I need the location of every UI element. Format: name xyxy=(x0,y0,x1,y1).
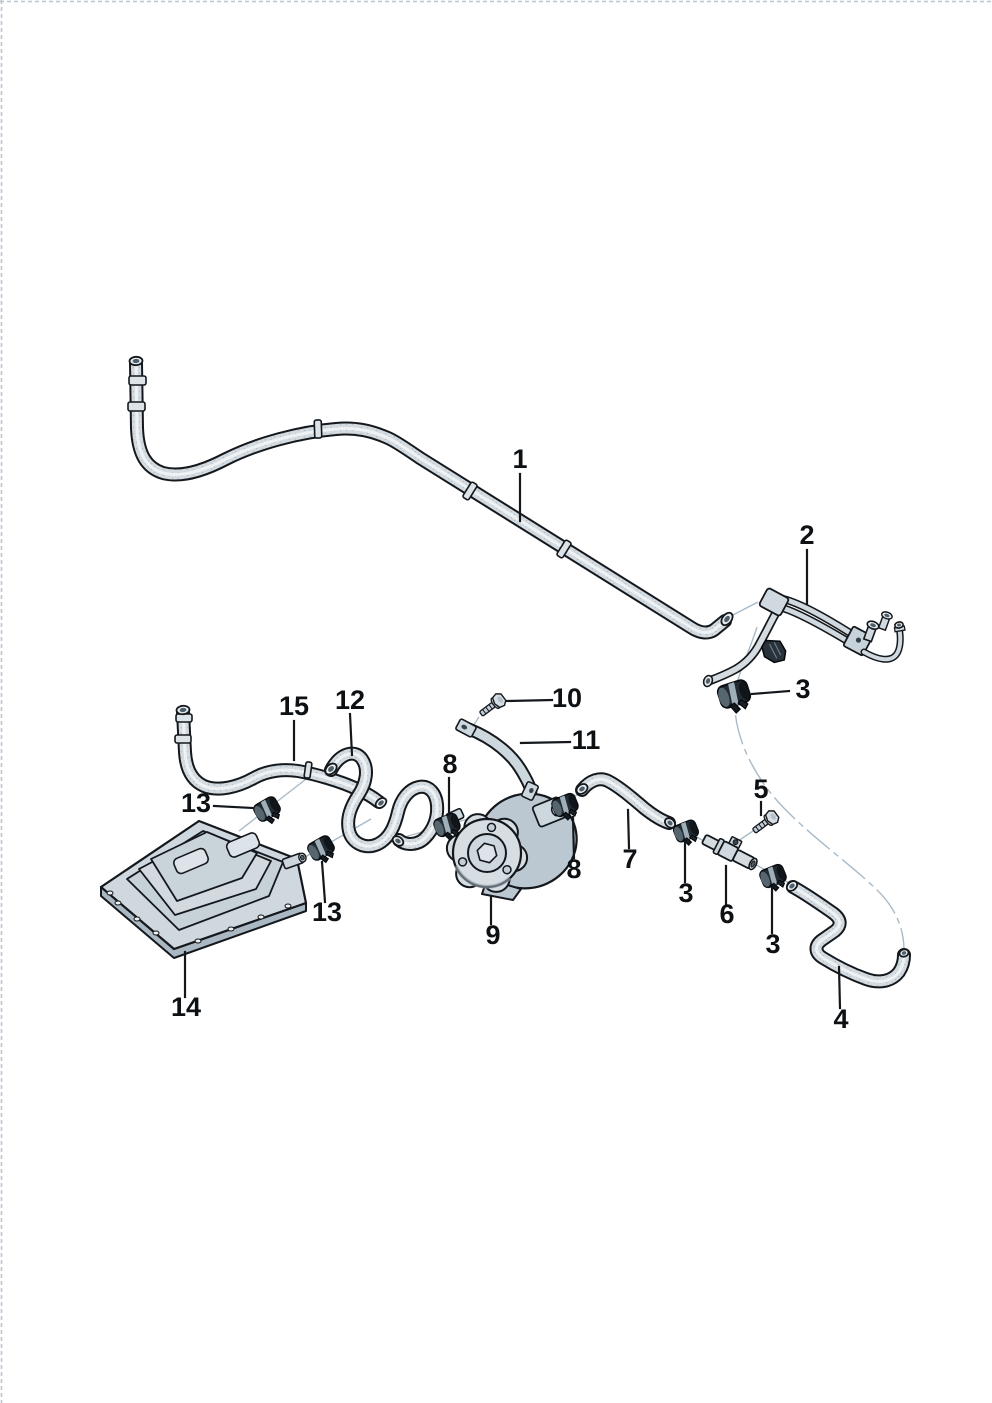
callout-2[interactable]: 2 xyxy=(799,520,815,606)
part-1-hose xyxy=(127,355,734,640)
callout-10[interactable]: 10 xyxy=(505,683,582,713)
part-11-strap xyxy=(455,718,539,801)
part-10-bolt xyxy=(475,690,509,721)
callout-8b[interactable]: 8 xyxy=(566,815,582,884)
svg-text:14[interactable]: 14 xyxy=(171,992,201,1022)
pipe-grommet xyxy=(761,639,787,664)
svg-text:13[interactable]: 13 xyxy=(181,788,211,818)
callout-3a[interactable]: 3 xyxy=(750,674,811,704)
callout-3b[interactable]: 3 xyxy=(678,840,694,908)
svg-text:6[interactable]: 6 xyxy=(719,899,734,929)
part-3-clamp-b xyxy=(671,818,703,850)
svg-text:7[interactable]: 7 xyxy=(622,844,637,874)
callout-9[interactable]: 9 xyxy=(485,895,501,950)
callout-3c[interactable]: 3 xyxy=(765,886,781,959)
svg-text:3[interactable]: 3 xyxy=(795,674,810,704)
callout-11[interactable]: 11 xyxy=(519,725,601,755)
guide-hose1-end xyxy=(732,601,759,616)
callout-7[interactable]: 7 xyxy=(622,808,638,874)
part-9-pump xyxy=(444,792,578,901)
callout-13b[interactable]: 13 xyxy=(312,860,342,927)
svg-text:8[interactable]: 8 xyxy=(566,854,581,884)
module-port xyxy=(281,852,307,870)
callout-13a[interactable]: 13 xyxy=(181,788,255,818)
svg-text:15[interactable]: 15 xyxy=(279,691,309,721)
svg-text:9[interactable]: 9 xyxy=(485,920,500,950)
svg-text:12[interactable]: 12 xyxy=(335,685,365,715)
svg-text:13[interactable]: 13 xyxy=(312,897,342,927)
callout-6[interactable]: 6 xyxy=(719,864,735,929)
svg-text:3[interactable]: 3 xyxy=(765,929,780,959)
svg-text:11[interactable]: 11 xyxy=(572,725,601,755)
callout-5[interactable]: 5 xyxy=(753,774,769,817)
callout-14[interactable]: 14 xyxy=(171,950,201,1022)
callouts: 1 2 3 4 5 6 3 3 xyxy=(171,444,849,1034)
svg-text:4[interactable]: 4 xyxy=(833,1004,848,1034)
part-6-connector xyxy=(701,834,758,871)
svg-text:2[interactable]: 2 xyxy=(799,520,814,550)
part-7-hose xyxy=(575,772,676,830)
part-3-clamp-a xyxy=(714,677,756,718)
callout-12[interactable]: 12 xyxy=(335,685,365,757)
svg-text:1[interactable]: 1 xyxy=(512,444,527,474)
guide-bolt5 xyxy=(737,830,754,842)
callout-4[interactable]: 4 xyxy=(833,965,849,1034)
part-2-pipe-assembly xyxy=(702,587,906,688)
part-4-hose xyxy=(785,880,911,989)
svg-text:3[interactable]: 3 xyxy=(678,878,693,908)
callout-1[interactable]: 1 xyxy=(512,444,528,523)
svg-text:5[interactable]: 5 xyxy=(753,774,768,804)
part-14-module xyxy=(99,819,308,959)
part-5-bolt xyxy=(748,807,782,838)
callout-8a[interactable]: 8 xyxy=(442,749,458,816)
svg-text:10[interactable]: 10 xyxy=(552,683,582,713)
svg-text:8[interactable]: 8 xyxy=(442,749,457,779)
callout-15[interactable]: 15 xyxy=(279,691,309,762)
